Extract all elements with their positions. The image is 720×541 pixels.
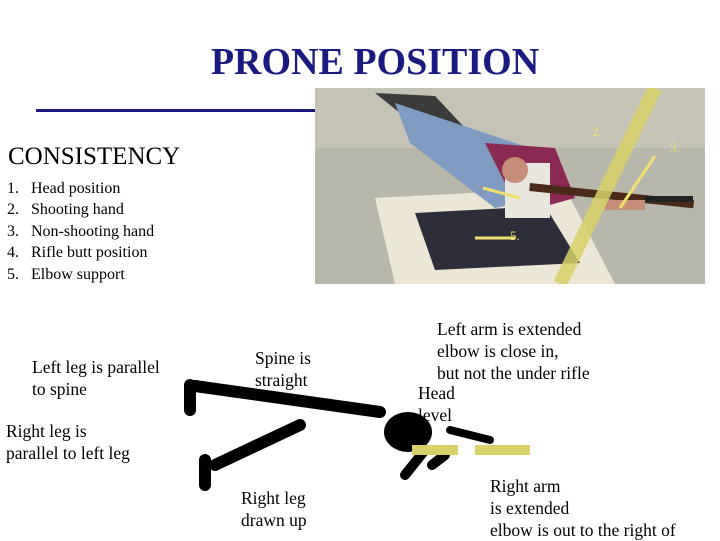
note-left-leg: Left leg is parallel to spine [32,356,160,400]
title-underline [36,109,326,112]
prone-photo-illustration [315,88,705,284]
prone-photo: 2. 3. 5. [315,88,705,284]
section-heading: CONSISTENCY [8,143,181,170]
note-line: elbow is close in, [437,341,559,361]
list-text: Rifle butt position [31,244,148,262]
note-left-arm: Left arm is extended elbow is close in, … [437,318,590,384]
note-line: straight [255,370,308,390]
note-line: parallel to left leg [6,443,130,463]
note-line: but not the under rifle [437,363,590,383]
consistency-list: 1. Head position 2. Shooting hand 3. Non-sh… [7,178,154,285]
note-line: elbow is out to the right of [490,520,676,540]
note-line: to spine [32,379,87,399]
list-text: Elbow support [31,265,125,283]
note-line: level [418,405,453,425]
note-line: drawn up [241,510,307,530]
list-item: 2. Shooting hand [7,199,154,220]
list-item: 5. Elbow support [7,264,154,285]
left-leg [184,379,386,418]
list-number: 3. [7,222,19,240]
photo-label-3: 3. [670,140,680,155]
list-text: Non-shooting hand [31,222,155,240]
page-title: PRONE POSITION [210,41,540,83]
right-leg [199,419,306,491]
note-line: Left leg is parallel [32,357,160,377]
note-right-leg-drawn: Right leg drawn up [241,487,307,531]
list-number: 1. [7,180,19,197]
note-spine: Spine is straight [255,347,311,391]
note-line: is extended [490,498,570,518]
note-line: Right arm [490,476,561,496]
note-line: Head [418,383,455,403]
list-item: 1. Head position [7,178,154,199]
note-right-arm: Right arm is extended elbow is out to th… [490,475,676,541]
list-number: 2. [7,201,19,219]
note-right-leg: Right leg is parallel to left leg [6,420,130,464]
list-number: 4. [7,244,19,262]
note-head: Head level [418,382,455,426]
list-number: 5. [7,265,19,283]
note-line: Left arm is extended [437,319,582,339]
note-line: Right leg [241,488,306,508]
list-item: 4. Rifle butt position [7,242,154,263]
list-text: Head position [31,180,121,197]
note-line: Right leg is [6,421,87,441]
photo-label-5: 5. [510,228,520,243]
list-text: Shooting hand [31,201,124,219]
body-ellipse [384,412,432,452]
note-line: Spine is [255,348,311,368]
list-item: 3. Non-shooting hand [7,221,154,242]
photo-label-2: 2. [592,124,602,139]
